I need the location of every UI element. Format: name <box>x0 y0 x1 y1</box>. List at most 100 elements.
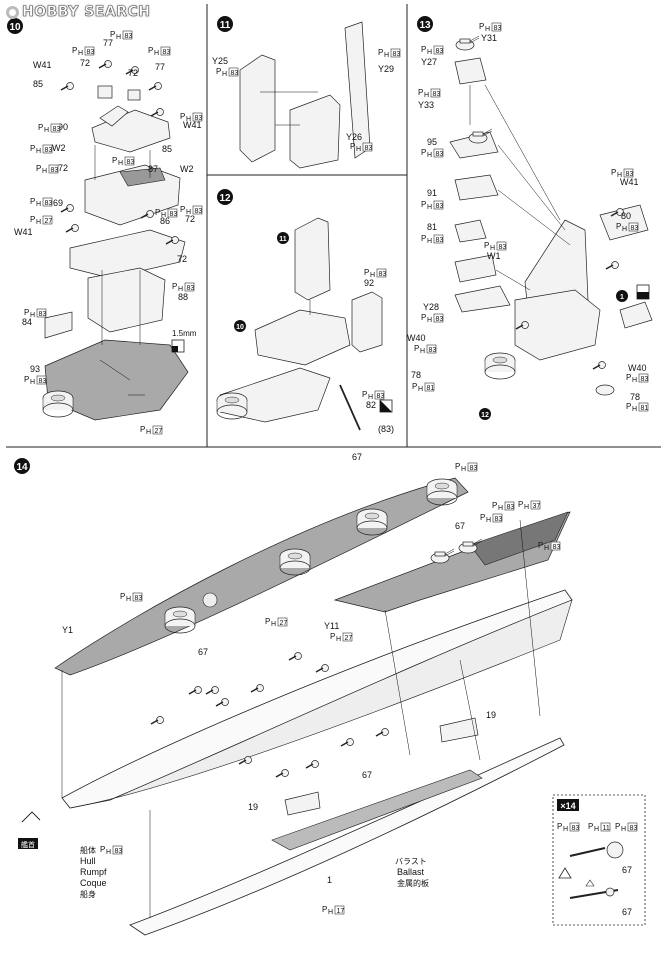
svg-text:84: 84 <box>22 317 32 327</box>
svg-text:81: 81 <box>427 385 435 392</box>
svg-text:Y11: Y11 <box>324 621 339 631</box>
svg-text:27: 27 <box>155 428 163 435</box>
svg-text:Rumpf: Rumpf <box>80 867 107 877</box>
svg-text:67: 67 <box>622 907 632 917</box>
svg-text:船体: 船体 <box>80 845 96 855</box>
svg-text:86: 86 <box>160 216 170 226</box>
svg-text:27: 27 <box>280 620 288 627</box>
svg-text:Y1: Y1 <box>62 625 73 635</box>
svg-text:78: 78 <box>411 370 421 380</box>
svg-text:Y26: Y26 <box>346 132 362 142</box>
svg-text:72: 72 <box>58 163 68 173</box>
svg-text:83: 83 <box>631 225 639 232</box>
svg-text:72: 72 <box>177 254 187 264</box>
svg-text:83: 83 <box>377 393 385 400</box>
svg-text:11: 11 <box>279 236 287 243</box>
svg-text:88: 88 <box>178 292 188 302</box>
svg-text:77: 77 <box>103 38 113 48</box>
svg-text:83: 83 <box>231 70 239 77</box>
svg-text:83: 83 <box>87 49 95 56</box>
svg-text:83: 83 <box>127 159 135 166</box>
svg-text:83: 83 <box>436 316 444 323</box>
warning-icon <box>558 867 572 879</box>
svg-text:83: 83 <box>163 49 171 56</box>
svg-text:船身: 船身 <box>80 889 96 899</box>
step-14-panel: 14 <box>14 452 646 936</box>
svg-text:83: 83 <box>53 126 61 133</box>
svg-text:67: 67 <box>455 521 465 531</box>
svg-text:Coque: Coque <box>80 878 107 888</box>
svg-text:83: 83 <box>195 208 203 215</box>
svg-text:W41: W41 <box>183 120 202 130</box>
hull-name-block: 船体 Hull Rumpf Coque 船身 <box>80 845 107 899</box>
svg-text:83: 83 <box>641 376 649 383</box>
svg-text:83: 83 <box>195 115 203 122</box>
svg-text:83: 83 <box>45 147 53 154</box>
svg-text:艦首: 艦首 <box>21 840 35 849</box>
svg-text:83: 83 <box>125 33 133 40</box>
svg-text:Y25: Y25 <box>212 56 228 66</box>
svg-text:11: 11 <box>603 825 610 832</box>
svg-text:17: 17 <box>337 908 345 915</box>
step-13-panel: 13 1 12 Y31 Y27 Y33 95 91 81 <box>407 16 653 420</box>
svg-text:W2: W2 <box>180 164 194 174</box>
svg-text:82: 82 <box>366 400 376 410</box>
svg-text:83: 83 <box>429 347 437 354</box>
svg-text:1: 1 <box>620 294 624 301</box>
site-watermark: HOBBY SEARCH <box>6 3 150 21</box>
svg-text:W41: W41 <box>620 177 639 187</box>
svg-text:11: 11 <box>220 20 231 31</box>
svg-text:83: 83 <box>39 378 47 385</box>
svg-text:Ballast: Ballast <box>397 867 425 877</box>
svg-text:Y28: Y28 <box>423 302 439 312</box>
svg-text:95: 95 <box>427 137 437 147</box>
svg-text:W41: W41 <box>33 60 52 70</box>
step-10-panel: 10 <box>7 18 203 437</box>
svg-text:27: 27 <box>345 635 353 642</box>
svg-text:83: 83 <box>51 167 59 174</box>
svg-text:69: 69 <box>53 198 63 208</box>
bridge-top-assembly <box>60 59 171 153</box>
svg-text:Hull: Hull <box>80 856 96 866</box>
svg-text:72: 72 <box>185 214 195 224</box>
svg-text:W2: W2 <box>52 143 66 153</box>
svg-text:81: 81 <box>641 405 649 412</box>
svg-text:19: 19 <box>248 802 258 812</box>
svg-text:77: 77 <box>155 62 165 72</box>
bridge-tower-center <box>289 94 341 169</box>
svg-text:85: 85 <box>33 79 43 89</box>
svg-text:14: 14 <box>16 462 28 473</box>
ballast-name-block: バラスト Ballast 金属的板 <box>395 857 429 888</box>
svg-text:1: 1 <box>327 875 332 885</box>
svg-text:83: 83 <box>365 145 373 152</box>
svg-text:×14: ×14 <box>560 801 575 811</box>
bow-indicator: 艦首 <box>18 811 41 849</box>
svg-text:83: 83 <box>135 595 143 602</box>
ballast-plate <box>271 769 483 851</box>
svg-text:W40: W40 <box>407 333 426 343</box>
svg-text:12: 12 <box>219 193 231 204</box>
step-10-badge <box>7 18 23 34</box>
step-11-panel: 11 Y25 Y29 Y26 83 83 83 <box>212 16 401 169</box>
step-10-labels: 77 72 72 77 85 90 W2 72 W41 69 W41 87 85… <box>14 38 202 374</box>
watermark-logo-icon <box>6 5 19 19</box>
step-12-panel: 12 11 10 92 82 (83) 83 83 <box>216 189 394 434</box>
drill-size-note: 1.5mm <box>172 329 197 338</box>
svg-text:83: 83 <box>626 171 634 178</box>
base-block-assembly <box>44 267 166 339</box>
svg-text:83: 83 <box>470 465 478 472</box>
svg-text:Y29: Y29 <box>378 64 394 74</box>
svg-text:93: 93 <box>30 364 40 374</box>
svg-text:81: 81 <box>427 222 437 232</box>
svg-text:87: 87 <box>148 164 158 174</box>
bridge-tower-left <box>239 54 276 163</box>
svg-text:83: 83 <box>436 203 444 210</box>
svg-text:83: 83 <box>393 51 401 58</box>
svg-text:83: 83 <box>630 825 638 832</box>
svg-text:90: 90 <box>58 122 68 132</box>
svg-text:バラスト: バラスト <box>395 857 427 866</box>
svg-text:80: 80 <box>621 211 631 221</box>
step-10-number: 10 <box>9 22 21 33</box>
drill-hole-fill-icon <box>172 346 178 352</box>
